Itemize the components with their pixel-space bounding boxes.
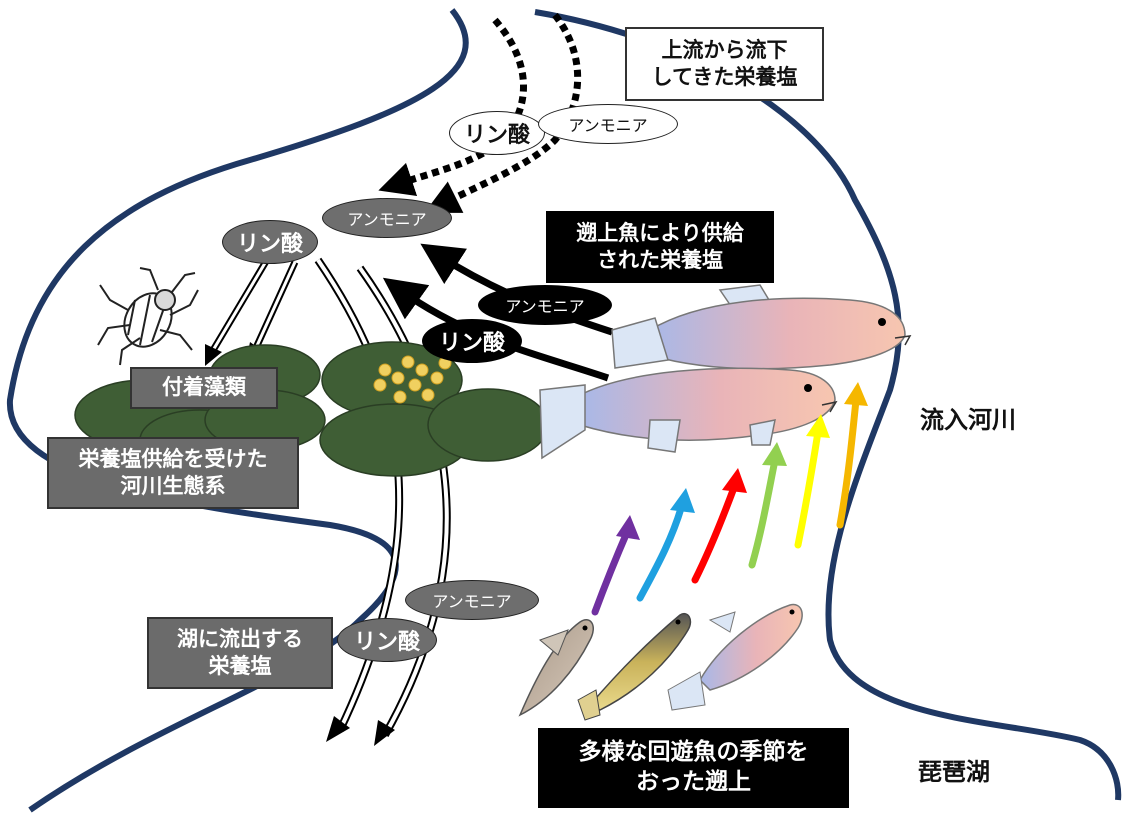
uptake-arrowhead-1 (205, 344, 222, 366)
algae-rock-7 (427, 388, 549, 462)
river-bank-right (534, 9, 1122, 801)
ammonia-oval-upstream: アンモニア (538, 104, 678, 144)
river-ecosystem-box: 栄養塩供給を受けた 河川生態系 (47, 437, 299, 509)
phosphate-oval-fish: リン酸 (422, 319, 522, 363)
seasonal-arrow-red (691, 481, 739, 584)
ammonia-oval-outflow: アンモニア (405, 580, 539, 620)
goby-fish (518, 619, 594, 717)
upstream-nutrients-box: 上流から流下 してきた栄養塩 (625, 27, 824, 101)
outflow-arrowhead-2 (374, 720, 395, 746)
fish-supplied-nutrients-box: 遡上魚により供給 された栄養塩 (546, 211, 774, 283)
phosphate-oval-outflow: リン酸 (337, 618, 437, 662)
salmon-upper (611, 284, 912, 370)
phosphate-oval-river: リン酸 (222, 220, 318, 264)
seasonal-arrow-blue (636, 501, 686, 602)
diverse-migration-box: 多様な回遊魚の季節を おった遡上 (538, 728, 849, 808)
inflow-river-label: 流入河川 (920, 406, 1016, 434)
upstream-flow-line-2 (424, 12, 582, 213)
ammonia-oval-river: アンモニア (322, 198, 452, 238)
ayu-fish (577, 613, 692, 721)
salmon-lower (539, 367, 838, 460)
ammonia-oval-fish: アンモニア (478, 285, 612, 325)
seasonal-arrow-purple (591, 526, 632, 616)
trout-fish (667, 603, 803, 711)
aquatic-insect-icon (97, 267, 199, 366)
phosphate-oval-upstream: リン酸 (449, 111, 545, 155)
uptake-line-2-inner (253, 261, 297, 351)
lake-outflow-box: 湖に流出する 栄養塩 (147, 617, 333, 689)
seasonal-migration-arrows (591, 382, 868, 616)
lake-biwa-label: 琵琶湖 (918, 758, 990, 786)
seasonal-arrow-yellow (794, 428, 822, 549)
seasonal-arrow-green (748, 456, 779, 569)
outflow-arrowhead-1 (326, 716, 350, 742)
attached-algae-box: 付着藻類 (130, 367, 278, 409)
seasonal-arrow-orange (836, 396, 860, 529)
uptake-line-1-inner (210, 257, 270, 353)
